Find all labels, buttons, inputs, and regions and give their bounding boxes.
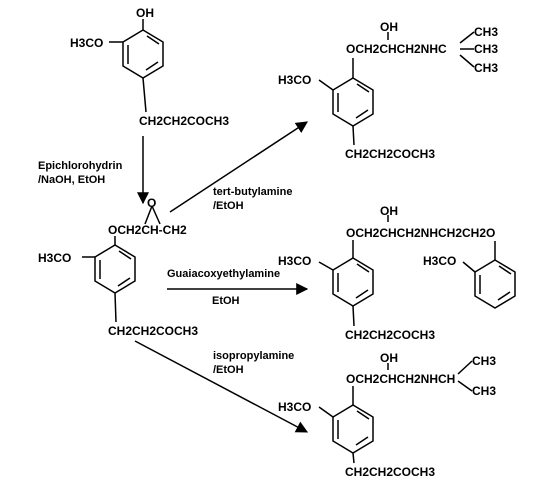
arrow-tert-butylamine [169,121,309,213]
condition-isopropylamine: isopropylamine [213,350,295,362]
tert-product-oh: OH [380,20,398,34]
tert-product-methoxy: H3CO [278,73,312,87]
guaiac-product-second-methoxy: H3CO [423,254,457,268]
epoxide-intermediate-ring [82,205,161,323]
condition-tert-butylamine: tert-butylamine [213,186,293,198]
guaiac-product-methoxy: H3CO [278,254,312,268]
epoxide-methoxy: H3CO [38,251,72,265]
iso-product-side-chain: CH2CH2COCH3 [345,465,436,479]
guaiac-product-oh: OH [380,204,398,218]
guaiac-product-chain: OCH2CHCH2NHCH2CH2O [346,226,496,240]
condition-naoh-etoh: /NaOH, EtOH [38,174,106,186]
condition-epichlorohydrin: Epichlorohydrin [38,160,123,172]
tert-product-side-chain: CH2CH2COCH3 [345,147,436,161]
guaiacoxy-product-rings [318,215,516,327]
arrow-isopropylamine [134,340,309,433]
tert-product-chain: OCH2CHCH2NHC [346,42,447,56]
starting-material-side-chain: CH2CH2COCH3 [139,114,230,128]
tert-product-ch3-top: CH3 [474,25,499,39]
starting-material-methoxy: H3CO [70,36,104,50]
epoxide-ether-chain: OCH2CH-CH2 [108,223,187,237]
epoxide-oxygen: O [147,196,157,210]
condition-guaiac-etoh: EtOH [212,295,240,307]
tert-butyl-product-ring [318,31,475,146]
isopropyl-product-ring [318,360,473,464]
iso-product-oh: OH [380,351,398,365]
starting-material-oh: OH [136,6,154,20]
starting-material-ring [109,19,164,113]
iso-product-ch3-top: CH3 [472,354,497,368]
epoxide-side-chain: CH2CH2COCH3 [108,324,199,338]
iso-product-chain: OCH2CHCH2NHCH [346,372,456,386]
guaiac-product-side-chain: CH2CH2COCH3 [345,328,436,342]
condition-iso-etoh: /EtOH [213,364,244,376]
iso-product-methoxy: H3CO [278,400,312,414]
condition-tert-etoh: /EtOH [213,200,244,212]
tert-product-ch3-mid: CH3 [474,42,499,56]
iso-product-ch3-bottom: CH3 [472,384,497,398]
tert-product-ch3-bottom: CH3 [474,61,499,75]
condition-guaiacoxyethylamine: Guaiacoxyethylamine [167,268,281,280]
